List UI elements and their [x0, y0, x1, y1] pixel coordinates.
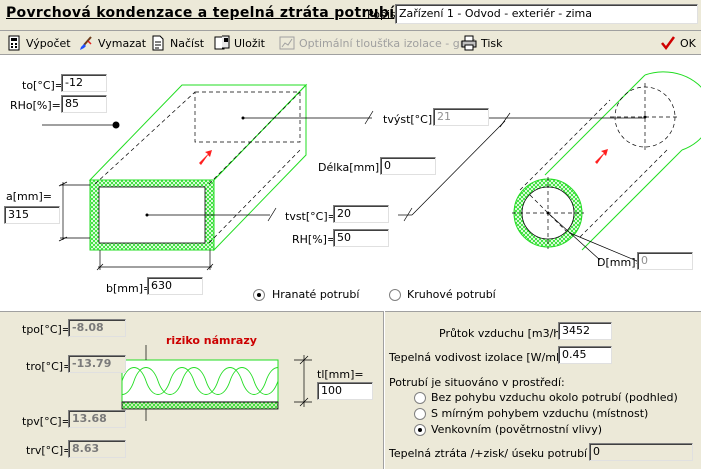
save-icon — [214, 35, 230, 51]
checkmark-icon — [660, 35, 676, 51]
d-label: D[mm]= — [597, 256, 645, 269]
kruhove-label: Kruhové potrubí — [407, 288, 496, 301]
popis-label: Popis: — [367, 8, 400, 21]
tvyst-label: tvýst[°C]= — [383, 113, 442, 126]
hranate-label: Hranaté potrubí — [272, 288, 360, 301]
frost-risk-warning: riziko námrazy — [166, 334, 257, 347]
tvst-label: tvst[°C]= — [285, 210, 337, 223]
brush-icon — [78, 35, 94, 51]
tpv-label: tpv[°C]= — [22, 415, 71, 428]
tpo-output: -8.08 — [68, 319, 126, 337]
trv-output: 8.63 — [68, 440, 126, 458]
prostredi-label: Potrubí je situováno v prostředí: — [389, 376, 565, 389]
environment-radio-3[interactable] — [414, 424, 426, 436]
document-open-icon — [150, 35, 166, 51]
rh-input[interactable]: 50 — [333, 229, 389, 247]
toolbar: Výpočet Vymazat Načíst Uložit Optimální … — [0, 30, 701, 55]
tro-output: -13.79 — [68, 355, 126, 373]
vymazat-button[interactable]: Vymazat — [78, 34, 146, 52]
vodivost-label: Tepelná vodivost izolace [W/mK]: — [389, 351, 572, 364]
environment-radio-2[interactable] — [414, 408, 426, 420]
rho-label: RHo[%]= — [10, 99, 61, 112]
flow-arrow-icon — [595, 149, 608, 164]
panel-divider — [383, 311, 385, 469]
graph-icon — [279, 35, 295, 51]
environment-option-2: S mírným pohybem vzduchu (místnost) — [431, 407, 649, 420]
b-input[interactable]: 630 — [147, 277, 203, 295]
optimal-graph-button[interactable]: Optimální tloušťka izolace - graf — [279, 34, 475, 52]
rho-input[interactable]: 85 — [61, 95, 107, 113]
insulation-section — [121, 345, 312, 421]
tvst-input[interactable]: 20 — [333, 205, 389, 223]
printer-icon — [461, 35, 477, 51]
duct-diagram — [42, 71, 701, 271]
hranate-radio[interactable] — [253, 289, 265, 301]
tl-input[interactable]: 100 — [317, 382, 373, 400]
prutok-input[interactable]: 3452 — [558, 322, 612, 340]
ok-button[interactable]: OK — [660, 34, 696, 52]
rh-label: RH[%]= — [292, 233, 337, 246]
circular-duct — [512, 71, 701, 262]
tpo-label: tpo[°C]= — [22, 323, 72, 336]
nacist-button[interactable]: Načíst — [150, 34, 204, 52]
rectangular-duct — [88, 83, 372, 252]
delka-label: Délka[mm]= — [318, 161, 389, 174]
tpv-output: 13.68 — [68, 410, 126, 428]
trv-label: trv[°C]= — [26, 444, 73, 457]
popis-input[interactable]: Zařízení 1 - Odvod - exteriér - zima — [395, 4, 698, 24]
d-input[interactable]: 0 — [637, 252, 693, 270]
to-input[interactable]: -12 — [61, 74, 107, 92]
kruhove-radio[interactable] — [389, 289, 401, 301]
b-label: b[mm]= — [106, 282, 153, 295]
a-label: a[mm]= — [6, 190, 52, 203]
to-label: to[°C]= — [22, 79, 65, 92]
ztrata-output: 0 — [589, 443, 693, 461]
ulozit-button[interactable]: Uložit — [214, 34, 265, 52]
environment-option-3: Venkovním (povětrnostní vlivy) — [431, 423, 602, 436]
app-title: Povrchová kondenzace a tepelná ztráta po… — [6, 5, 395, 21]
ztrata-label: Tepelná ztráta /+zisk/ úseku potrubí [W]… — [389, 447, 614, 460]
environment-option-1: Bez pohybu vzduchu okolo potrubí (podhle… — [431, 391, 678, 404]
environment-radio-1[interactable] — [414, 392, 426, 404]
flow-arrow-icon — [199, 150, 212, 165]
vodivost-input[interactable]: 0.45 — [558, 346, 612, 364]
calculator-icon — [6, 35, 22, 51]
tisk-button[interactable]: Tisk — [461, 34, 503, 52]
a-input[interactable]: 315 — [4, 206, 60, 224]
tro-label: tro[°C]= — [26, 360, 73, 373]
tl-label: tl[mm]= — [317, 368, 364, 381]
prutok-label: Průtok vzduchu [m3/h]: — [439, 327, 569, 340]
vypocet-button[interactable]: Výpočet — [6, 34, 71, 52]
delka-input[interactable]: 0 — [380, 157, 436, 175]
tvyst-input[interactable]: 21 — [433, 108, 489, 126]
